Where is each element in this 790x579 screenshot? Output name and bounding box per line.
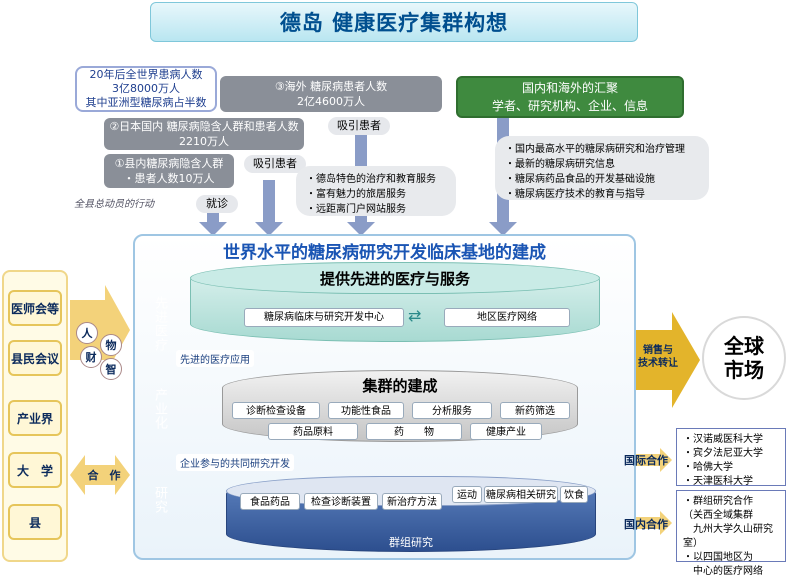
domestic-item-4: ・以四国地区为 [683, 552, 753, 563]
japan-patients-box: ②日本国内 糖尿病隐含人群和患者人数 2210万人 [104, 118, 304, 150]
bottom-item-diabetes-research: 糖尿病相关研究 [484, 486, 558, 503]
exchange-arrows-icon: ⇄ [408, 306, 422, 325]
advanced-app-label: 先进的医疗应用 [176, 350, 254, 367]
left-item-prefecture-council: 县民会议 [8, 340, 62, 376]
research-item-3: ・糖尿病药品食品的开发基础设施 [505, 174, 655, 185]
domestic-item-1: ・群组研究合作 [683, 496, 753, 507]
service-item-3: ・远距离门户网站服务 [306, 204, 406, 215]
circle-money: 财 [80, 346, 102, 368]
county-line-2: ・患者人数10万人 [123, 172, 215, 185]
county-patients-box: ①县内糖尿病隐含人群 ・患者人数10万人 [104, 154, 234, 188]
market-line-1: 全球 [724, 334, 764, 358]
domestic-partners-list: ・群组研究合作 （关西全域集群 九州大学久山研究室） ・以四国地区为 中心的医疗… [676, 490, 786, 577]
mid-item-drug-screening: 新药筛选 [500, 402, 570, 419]
intl-partner-4: ・天津医科大学 [683, 476, 753, 487]
overseas-patients-box: ③海外 糖尿病患者人数 2亿4600万人 [220, 76, 442, 112]
left-item-industry: 产业界 [8, 400, 62, 436]
world-line-2: 3亿8000万人 [112, 82, 180, 95]
international-cooperation-label: 国际合作 [624, 454, 668, 467]
clinical-center-label: 糖尿病临床与研究开发中心 [244, 308, 404, 327]
overseas-line-1: ③海外 糖尿病患者人数 [274, 80, 388, 93]
circle-people: 人 [76, 322, 98, 344]
left-item-prefecture: 县 [8, 504, 62, 540]
bottom-disc-title: 群组研究 [389, 536, 433, 549]
research-item-1: ・国内最高水平的糖尿病研究和治疗管理 [505, 144, 685, 155]
intl-partner-1: ・汉诺威医科大学 [683, 434, 763, 445]
gathering-line-2: 学者、研究机构、企业、信息 [491, 99, 648, 113]
mid-item-analysis: 分析服务 [412, 402, 492, 419]
page-title: 德岛 健康医疗集群构想 [150, 2, 638, 42]
circle-goods: 物 [100, 334, 122, 356]
japan-line-2: 2210万人 [179, 135, 229, 148]
circle-wisdom: 智 [100, 358, 122, 380]
regional-network-label: 地区医疗网络 [444, 308, 570, 327]
domestic-item-3: 九州大学久山研究室） [683, 524, 773, 549]
sales-label: 销售与 技术转让 [638, 344, 678, 370]
attract-patients-label-2: 吸引患者 [244, 155, 306, 173]
bottom-item-food-drugs: 食品药品 [240, 493, 300, 510]
domestic-item-2: （关西全域集群 [683, 510, 753, 521]
mid-item-health-industry: 健康产业 [470, 423, 542, 440]
bottom-item-exercise: 运动 [452, 486, 482, 503]
domestic-item-5: 中心的医疗网络 [683, 566, 763, 577]
world-line-1: 20年后全世界患病人数 [89, 68, 203, 81]
top-disc-title: 提供先进的医疗与服务 [319, 270, 470, 288]
mid-item-drugs: 药 物 [366, 423, 462, 440]
research-item-2: ・最新的糖尿病研究信息 [505, 159, 615, 170]
bottom-item-diet: 饮食 [560, 486, 588, 503]
left-cooperation-label: 合 作 [87, 469, 121, 482]
sales-line-1: 销售与 [643, 345, 673, 356]
visit-label: 就诊 [196, 195, 238, 213]
sales-line-2: 技术转让 [638, 358, 678, 369]
gathering-line-1: 国内和海外的汇聚 [521, 81, 618, 95]
market-line-2: 市场 [724, 358, 764, 382]
stage-label-research: 研究 [152, 486, 167, 514]
service-bubble: ・德岛特色的治疗和教育服务 ・富有魅力的旅居服务 ・远距离门户网站服务 [296, 166, 456, 216]
gathering-box: 国内和海外的汇聚 学者、研究机构、企业、信息 [456, 76, 684, 118]
bottom-item-new-therapy: 新治疗方法 [382, 493, 442, 510]
joint-research-label: 企业参与的共同研究开发 [176, 454, 294, 471]
research-bubble: ・国内最高水平的糖尿病研究和治疗管理 ・最新的糖尿病研究信息 ・糖尿病药品食品的… [495, 136, 709, 200]
bottom-item-diagnosis-device: 检查诊断装置 [304, 493, 378, 510]
research-item-4: ・糖尿病医疗技术的教育与指导 [505, 189, 645, 200]
stage-label-advanced: 先进医疗 [152, 296, 167, 352]
top-disc-face [190, 262, 600, 294]
international-partners-list: ・汉诺威医科大学 ・宾夕法尼亚大学 ・哈佛大学 ・天津医科大学 [676, 428, 786, 487]
service-item-1: ・德岛特色的治疗和教育服务 [306, 174, 436, 185]
intl-partner-3: ・哈佛大学 [683, 462, 733, 473]
mid-item-diagnostic: 诊断检查设备 [232, 402, 320, 419]
county-action-note: 全县总动员的行动 [74, 199, 154, 210]
overseas-line-2: 2亿4600万人 [297, 95, 365, 108]
attract-patients-label-1: 吸引患者 [328, 117, 390, 135]
intl-partner-2: ・宾夕法尼亚大学 [683, 448, 763, 459]
middle-disc-title: 集群的建成 [362, 377, 438, 395]
service-item-2: ・富有魅力的旅居服务 [306, 189, 406, 200]
main-title: 世界水平的糖尿病研究开发临床基地的建成 [223, 243, 546, 263]
left-item-medical-association: 医师会等 [8, 290, 62, 326]
mid-item-functional-food: 功能性食品 [328, 402, 404, 419]
japan-line-1: ②日本国内 糖尿病隐含人群和患者人数 [109, 120, 299, 133]
world-patients-box: 20年后全世界患病人数 3亿8000万人 其中亚洲型糖尿病占半数 [75, 66, 217, 112]
world-line-3: 其中亚洲型糖尿病占半数 [85, 96, 207, 109]
county-line-1: ①县内糖尿病隐含人群 [114, 157, 224, 170]
domestic-cooperation-label: 国内合作 [624, 518, 668, 531]
stage-label-industrialization: 产业化 [152, 388, 167, 430]
left-item-university: 大 学 [8, 452, 62, 488]
mid-item-raw-material: 药品原料 [268, 423, 358, 440]
global-market: 全球 市场 [702, 316, 786, 400]
